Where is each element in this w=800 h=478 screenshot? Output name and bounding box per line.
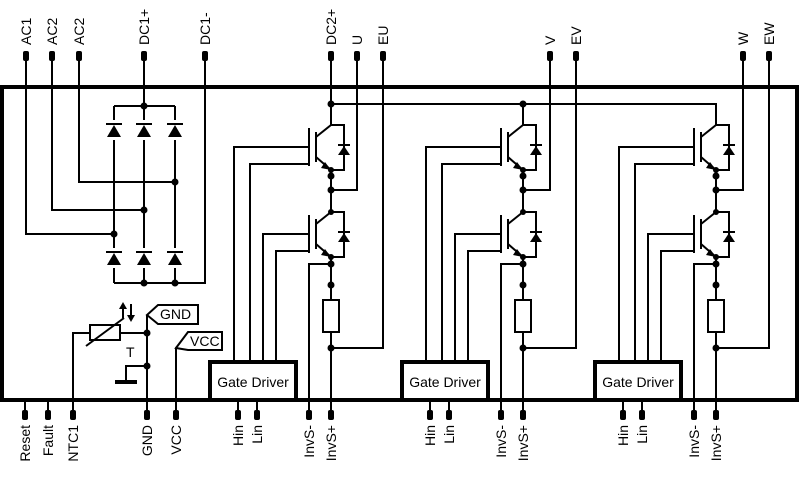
pin-label-lin-u: Lin [249, 425, 265, 444]
pin-label-invs-minus-v: InvS- [493, 425, 509, 458]
pin-label-hin-v: Hin [422, 425, 438, 446]
diode-icon [135, 120, 153, 140]
pin-label-u: U [349, 35, 365, 45]
module-outline [0, 85, 799, 402]
gate-driver-w: Gate Driver [593, 360, 683, 402]
pin-label-v: V [542, 35, 558, 45]
pin-label-vcc: VCC [168, 425, 184, 455]
inverter-leg-u [233, 87, 384, 400]
pin-label-invs-minus-w: InvS- [686, 425, 702, 458]
pin-label-invs-plus-w: InvS+ [708, 425, 724, 461]
pin-label-fault: Fault [40, 425, 56, 456]
thermistor-label: T [126, 344, 135, 360]
pin-label-dc2-plus: DC2+ [323, 9, 339, 45]
gnd-tag [145, 304, 199, 325]
gate-driver-v: Gate Driver [400, 360, 490, 402]
pin-label-lin-w: Lin [634, 425, 650, 444]
gate-driver-v-label: Gate Driver [409, 374, 481, 390]
diode-icon [166, 120, 184, 140]
gate-driver-u: Gate Driver [208, 360, 298, 402]
diode-icon [166, 248, 184, 268]
pin-label-dc1-plus: DC1+ [136, 9, 152, 45]
bottom-pin-tips [22, 410, 719, 420]
gate-driver-u-label: Gate Driver [217, 374, 289, 390]
pin-label-w: W [735, 31, 751, 45]
pin-label-invs-plus-v: InvS+ [515, 425, 531, 461]
bottom-pins [24, 400, 717, 418]
pin-label-ac2: AC2 [44, 18, 60, 45]
pin-label-hin-u: Hin [230, 425, 246, 446]
pin-label-invs-minus-u: InvS- [301, 425, 317, 458]
pin-label-eu: EU [375, 26, 391, 45]
pin-label-reset: Reset [17, 425, 33, 462]
diode-icon [105, 120, 123, 140]
gate-driver-w-label: Gate Driver [602, 374, 674, 390]
pin-label-gnd: GND [139, 425, 155, 456]
diode-icon [135, 248, 153, 268]
pin-label-lin-v: Lin [441, 425, 457, 444]
inverter-leg-w [618, 87, 770, 400]
pin-label-hin-w: Hin [615, 425, 631, 446]
top-pin-tips [23, 51, 772, 61]
vcc-tag [174, 331, 223, 351]
pin-label-ac2-second: AC2 [71, 18, 87, 45]
inverter-leg-v [425, 87, 577, 400]
bridge-rectifier [25, 87, 206, 287]
thermistor-circuit: T GND VCC [72, 302, 223, 400]
gnd-tag-label: GND [160, 306, 191, 322]
temperature-arrows-icon [119, 302, 135, 322]
diode-icon [105, 248, 123, 268]
pin-label-ntc1: NTC1 [65, 425, 81, 462]
top-pins [25, 52, 770, 87]
pin-label-ev: EV [568, 26, 584, 45]
pin-label-dc1-minus: DC1- [197, 12, 213, 45]
vcc-tag-label: VCC [190, 333, 220, 349]
pin-label-invs-plus-u: InvS+ [323, 425, 339, 461]
pin-label-ac1: AC1 [18, 18, 34, 45]
dc2-bus [327, 87, 717, 125]
pin-label-ew: EW [761, 22, 777, 45]
